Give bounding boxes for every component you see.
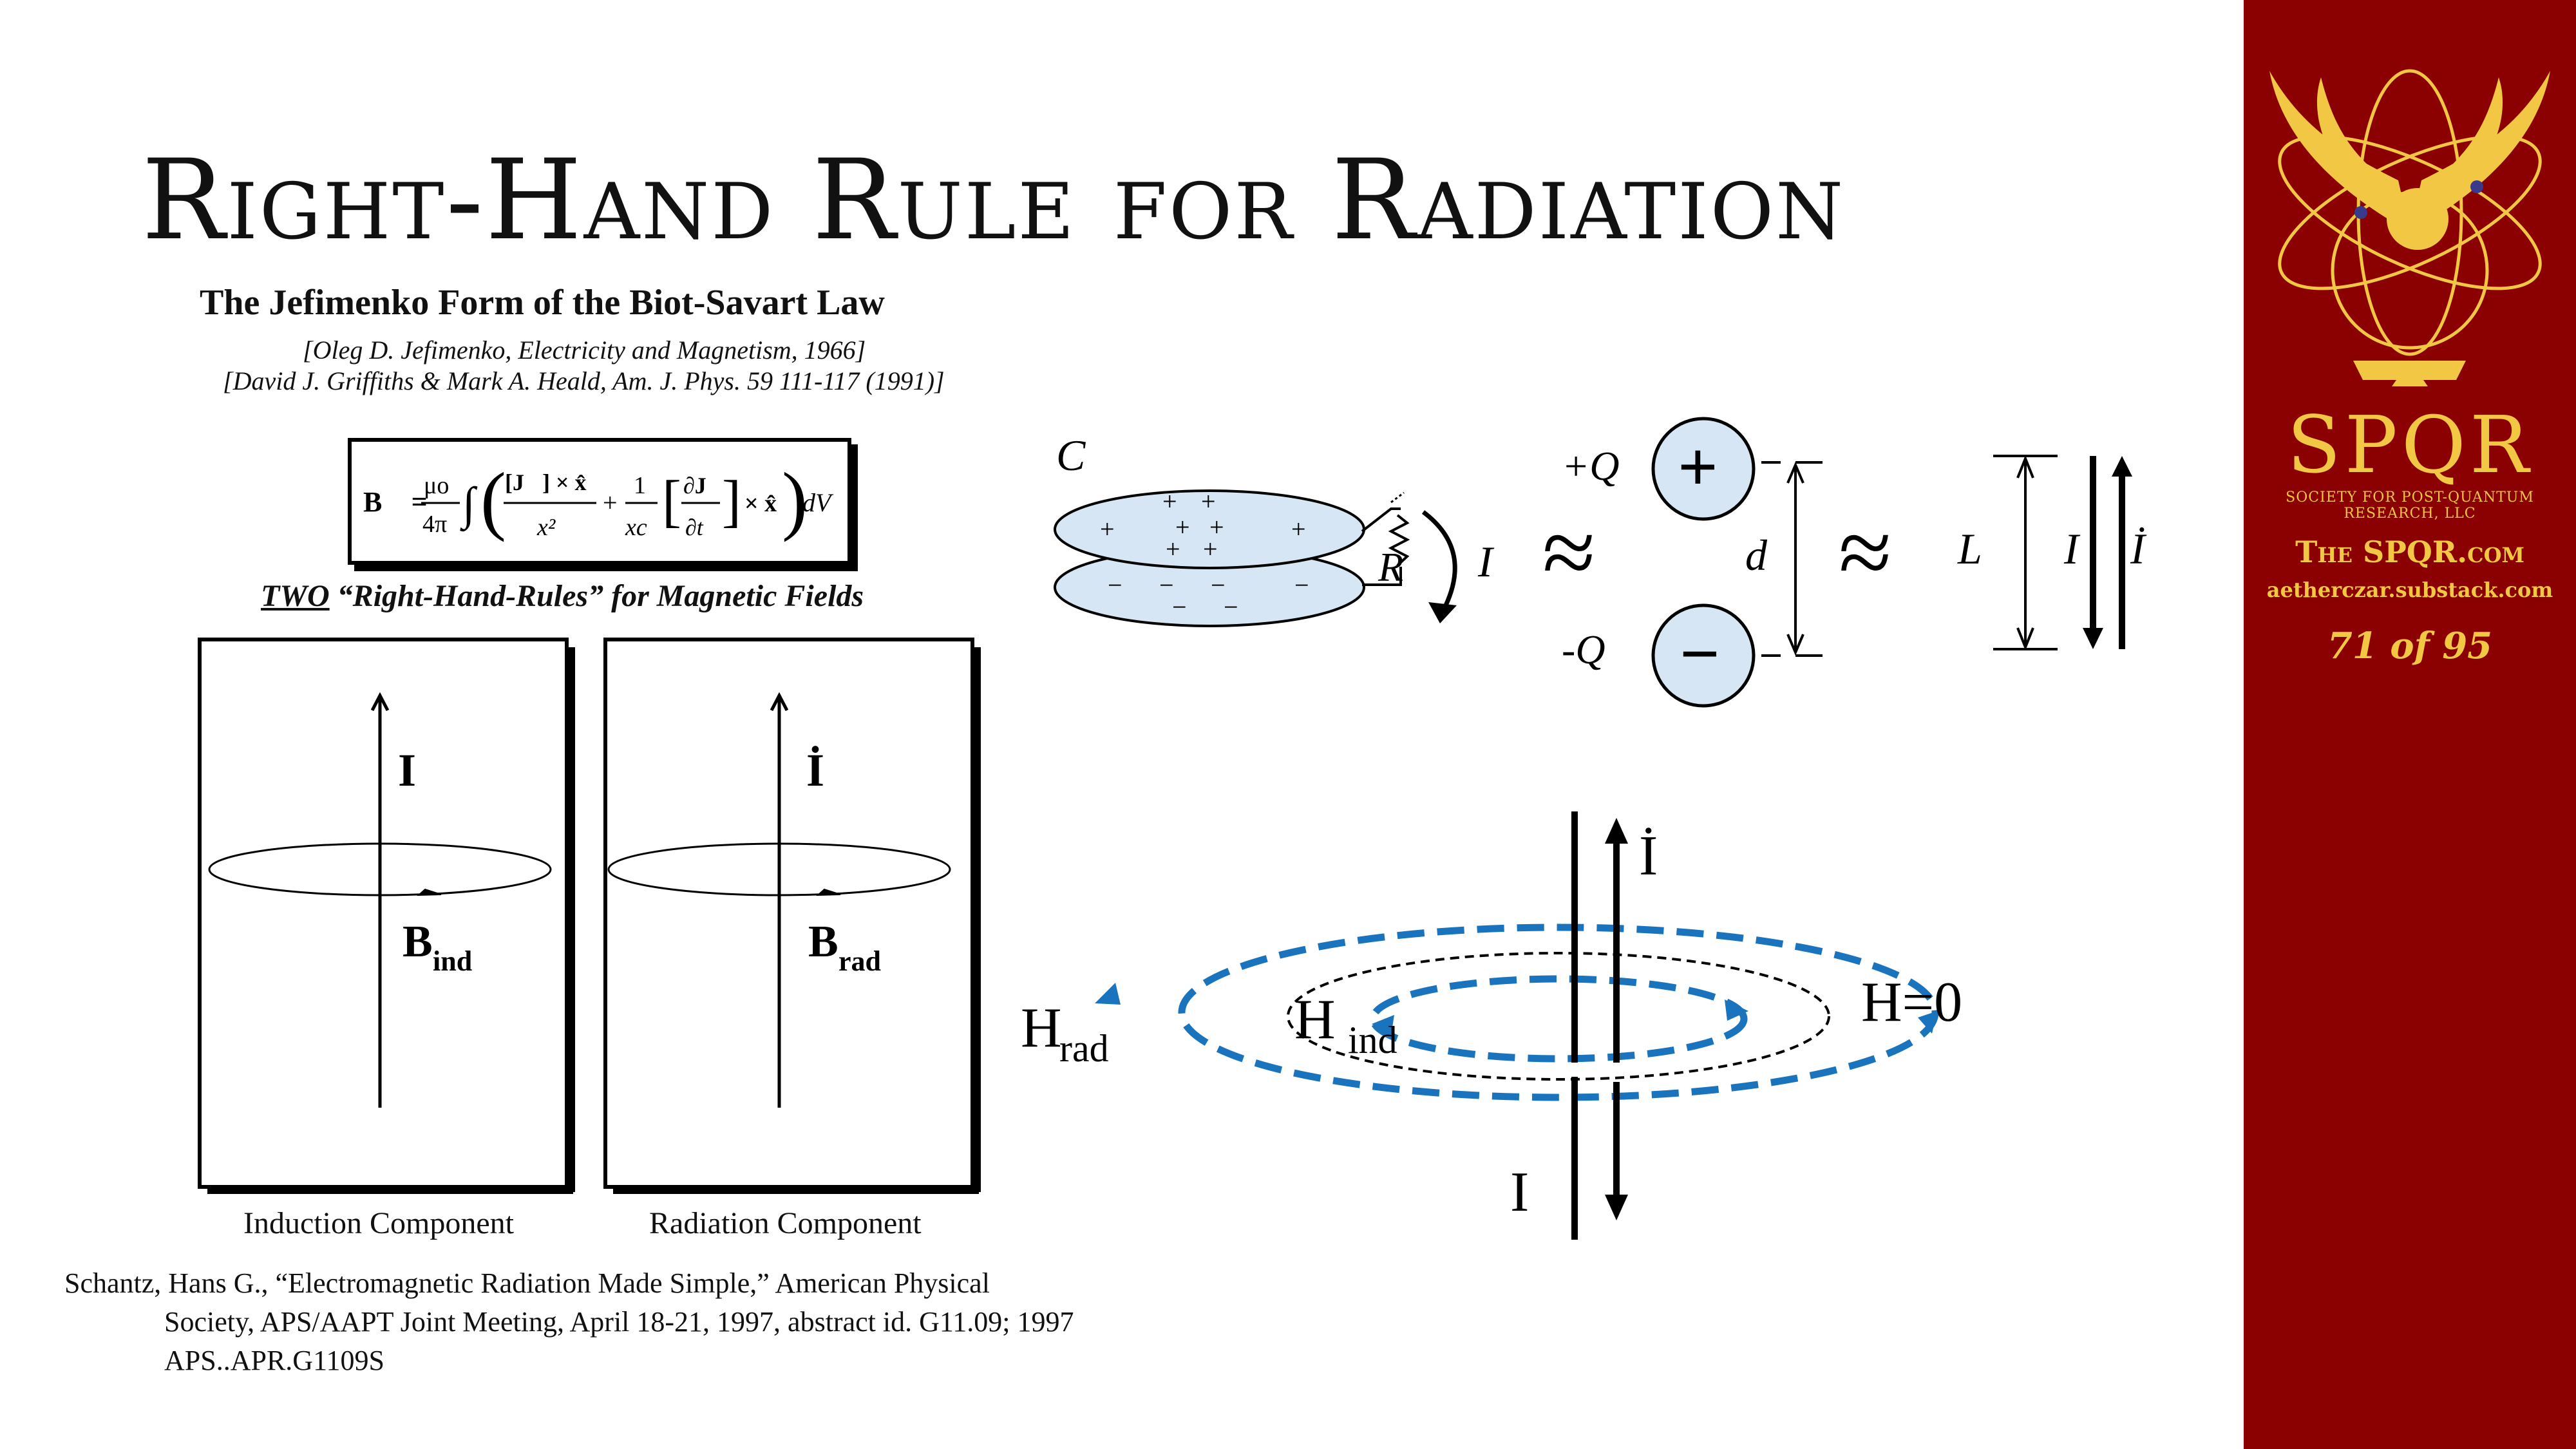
- field-i-label: I: [1510, 1161, 1529, 1224]
- bracket-right: ]: [722, 469, 741, 533]
- radiation-current-label: İ: [806, 744, 824, 796]
- formula-term2-den: xc: [625, 514, 647, 541]
- formula-4pi: 4π: [422, 511, 447, 538]
- induction-diagram: I B ind: [208, 692, 552, 1108]
- radiation-field-sub: rad: [838, 945, 881, 977]
- h-ind-label: H: [1294, 989, 1336, 1051]
- svg-text:+: +: [1175, 513, 1190, 542]
- current-arc-arrow: [1421, 510, 1457, 613]
- formula-term1-num: [J⃗] × x̂: [505, 469, 587, 495]
- svg-text:+: +: [1166, 535, 1180, 564]
- integral-sign: ∫: [460, 478, 478, 532]
- svg-text:−: −: [1224, 592, 1238, 621]
- svg-text:+: +: [1203, 535, 1218, 564]
- svg-text:−: −: [1108, 571, 1122, 600]
- radiation-field-label: B: [808, 917, 838, 967]
- negative-charge: [1651, 603, 1756, 708]
- paren-right: ): [782, 457, 808, 542]
- spqr-logo: [2269, 69, 2550, 386]
- induction-field-label: B: [402, 917, 433, 967]
- induction-field-loop-inner: [1369, 975, 1748, 1063]
- formula-partial-den: ∂t: [685, 515, 704, 540]
- site-link[interactable]: The SPQR.com: [2295, 535, 2524, 569]
- length-label: L: [1957, 524, 1982, 573]
- sidebar: [2244, 0, 2576, 1449]
- field-idot-label: İ: [1639, 825, 1658, 887]
- minus-q-label: -Q: [1562, 627, 1605, 672]
- h-rad-label: H: [1021, 997, 1062, 1059]
- spqr-logo-text: SPQR: [2287, 399, 2533, 491]
- formula-plus: +: [603, 488, 618, 517]
- svg-text:−: −: [1159, 571, 1174, 600]
- induction-current-label: I: [398, 744, 416, 796]
- wire-current-label: I: [2063, 524, 2081, 573]
- formula-term2-num: 1: [634, 472, 646, 499]
- citation-griffiths: [David J. Griffiths & Mark A. Heald, Am.…: [223, 366, 945, 395]
- plate-charges: +++ +++ ++ −−− −−−: [1100, 487, 1309, 621]
- reference-line-3: APS..APR.G1109S: [164, 1345, 384, 1376]
- bracket-left: [: [662, 469, 681, 533]
- induction-caption: Induction Component: [243, 1206, 514, 1240]
- idot-up-arrow: [1605, 818, 1628, 844]
- substack-link[interactable]: aetherczar.substack.com: [2266, 578, 2553, 602]
- formula-box: B⃗ = μo 4π ∫ ( [J⃗] × x̂ x² + 1 xc [ ∂J⃗…: [348, 438, 851, 565]
- radiation-panel: İ B rad: [603, 638, 981, 1194]
- circuit-current-label: I: [1477, 537, 1495, 586]
- h-zero-label: H=0: [1861, 971, 1962, 1034]
- field-loops-diagram: İ I H rad H ind H=0: [1021, 811, 1962, 1240]
- h-rad-sub: rad: [1059, 1027, 1109, 1070]
- page-number: 71 of 95: [2327, 625, 2493, 667]
- radiation-field-loop: [607, 842, 951, 896]
- svg-text:+: +: [1162, 487, 1177, 516]
- jefimenko-heading: The Jefimenko Form of the Biot-Savart La…: [200, 283, 885, 323]
- i-down-arrow: [1605, 1195, 1628, 1220]
- plus-q-label: +Q: [1562, 443, 1619, 489]
- society-name: SOCIETY FOR POST-QUANTUM RESEARCH, LLC: [2286, 489, 2534, 522]
- approx-symbol-1: ≈: [1542, 499, 1595, 606]
- rule-panels: [198, 638, 575, 1194]
- radiation-caption: Radiation Component: [649, 1206, 922, 1240]
- capacitor-label: C: [1056, 431, 1086, 480]
- reference-citation: Schantz, Hans G., “Electromagnetic Radia…: [64, 1264, 1275, 1380]
- plus-sign: +: [1678, 428, 1718, 506]
- formula-term1-den: x²: [536, 514, 556, 541]
- svg-text:+: +: [1100, 515, 1115, 544]
- resistor-label: R: [1378, 544, 1403, 590]
- biot-savart-formula: B⃗ = μo 4π ∫ ( [J⃗] × x̂ x² + 1 xc [ ∂J⃗…: [363, 457, 834, 542]
- svg-text:+: +: [1209, 513, 1224, 542]
- svg-text:−: −: [1294, 571, 1309, 600]
- svg-text:−: −: [1211, 571, 1226, 600]
- induction-field-loop: [208, 842, 552, 896]
- slide-title: Right-Hand Rule for Radiation: [142, 135, 1846, 265]
- two-underlined: TWO: [261, 579, 330, 613]
- minus-sign: −: [1680, 614, 1720, 693]
- reference-line-1: Schantz, Hans G., “Electromagnetic Radia…: [64, 1267, 990, 1299]
- two-rules-heading: TWO “Right-Hand-Rules” for Magnetic Fiel…: [261, 578, 864, 614]
- svg-text:+: +: [1201, 487, 1216, 516]
- svg-text:+: +: [1291, 515, 1306, 544]
- formula-dv: dV: [802, 488, 834, 517]
- formula-lhs: B⃗ =: [363, 486, 428, 518]
- svg-text:−: −: [1172, 592, 1187, 621]
- wire-idot-label: İ: [2130, 524, 2147, 573]
- positive-charge: [1651, 417, 1756, 521]
- reference-line-2: Society, APS/AAPT Joint Meeting, April 1…: [164, 1306, 1074, 1338]
- h-ind-sub: ind: [1348, 1019, 1397, 1061]
- citation-jefimenko: [Oleg D. Jefimenko, Electricity and Magn…: [303, 336, 866, 365]
- capacitor-dipole-diagram: C +++ +++ ++ −−− −−− R I ≈ +Q + -Q − d ≈…: [1054, 417, 2147, 708]
- formula-partial-num: ∂J⃗: [683, 473, 724, 498]
- distance-label: d: [1745, 531, 1768, 580]
- formula-cross: × x̂: [744, 490, 777, 517]
- zero-field-loop: [1287, 952, 1830, 1081]
- approx-symbol-2: ≈: [1839, 499, 1891, 606]
- induction-panel: [198, 638, 575, 1194]
- resistor-symbol: [1388, 514, 1410, 567]
- two-rules-rest: “Right-Hand-Rules” for Magnetic Fields: [329, 579, 864, 613]
- paren-left: (: [480, 457, 506, 542]
- induction-field-sub: ind: [433, 945, 472, 977]
- formula-mu: μo: [424, 472, 449, 499]
